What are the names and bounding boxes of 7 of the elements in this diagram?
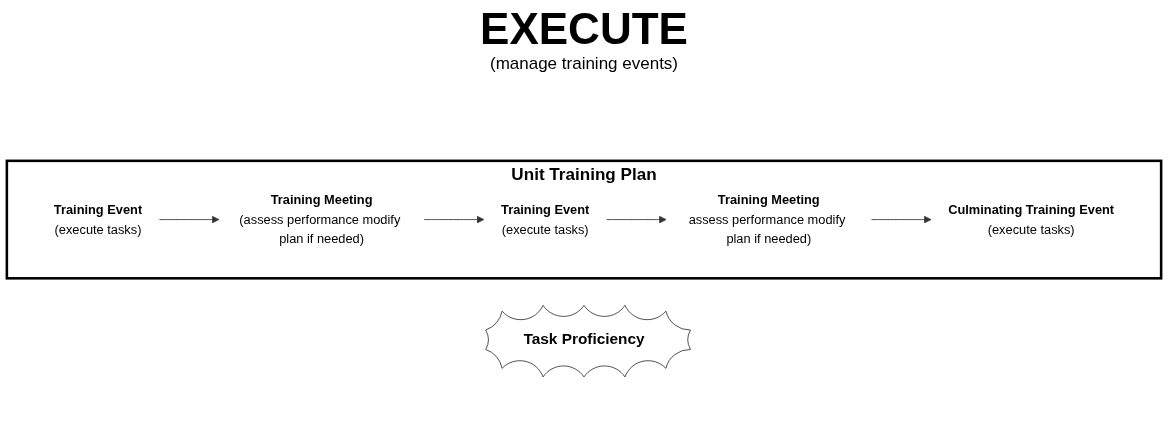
node-text: Training Meeting assess performance modify plan if needed) bbox=[688, 192, 846, 246]
subtitle-text: (manage training events) bbox=[489, 54, 678, 74]
node-text: Training Event (execute tasks) bbox=[501, 201, 590, 236]
diagram-title: EXECUTE bbox=[480, 4, 688, 54]
node-text: Training Meeting (assess performance modify plan if needed) bbox=[239, 192, 401, 246]
node-text: Culminating Training Event (execute tasks) bbox=[948, 201, 1115, 236]
node-text: Training Event (execute tasks) bbox=[53, 201, 143, 236]
